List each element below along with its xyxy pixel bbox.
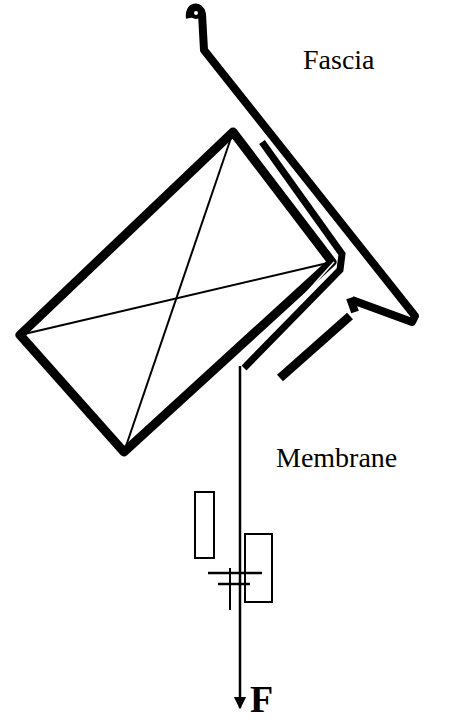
damper-symbol (218, 583, 250, 586)
diagonal (124, 132, 233, 452)
damper-symbol (208, 572, 262, 575)
fascia-strip (190, 8, 415, 322)
membrane-gap (240, 262, 334, 366)
fascia-anchor (194, 11, 198, 15)
force-arrow (239, 366, 242, 708)
fascia-strip (280, 316, 350, 378)
force-label: F (250, 680, 273, 718)
damper-symbol (195, 492, 214, 558)
part-label: Fascia (303, 46, 375, 74)
fascia-anchor (190, 7, 202, 19)
damper-symbol (229, 568, 231, 610)
part-label: Membrane (276, 444, 397, 472)
damper-symbol (245, 534, 272, 602)
fascia-strip (350, 298, 355, 312)
